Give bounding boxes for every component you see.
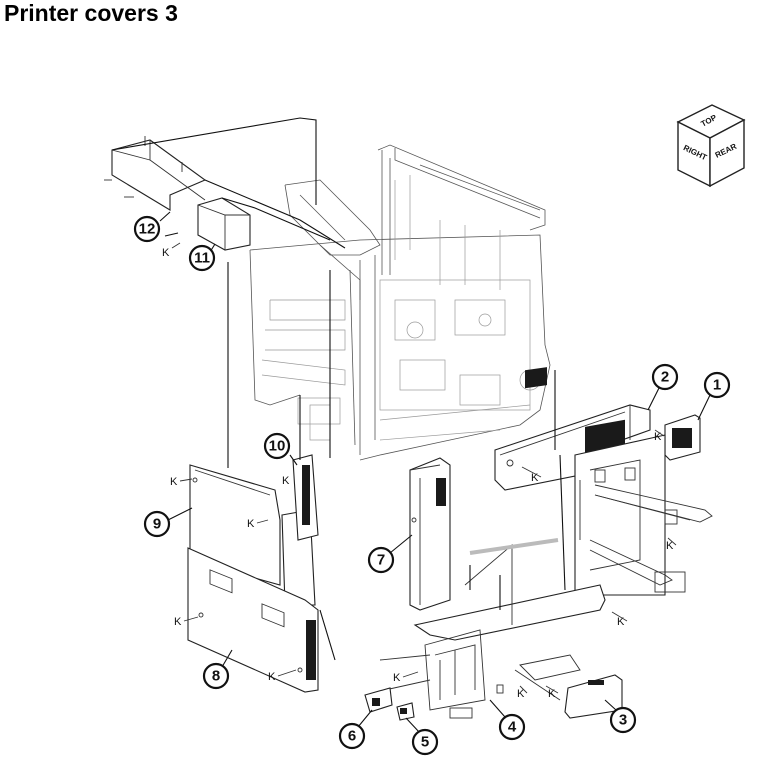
screw-label-k: K xyxy=(531,472,539,484)
part-2-rear-cover xyxy=(494,367,651,491)
callout-2: 2 xyxy=(651,363,679,391)
screw-markers xyxy=(171,242,677,694)
callout-8-label: 8 xyxy=(212,668,220,685)
gray-rail xyxy=(469,538,559,555)
screw-label-k: K xyxy=(517,688,525,700)
callout-3: 3 xyxy=(609,706,637,734)
callout-9-label: 9 xyxy=(153,516,161,533)
callout-5: 5 xyxy=(411,728,439,756)
base-assembly xyxy=(379,544,606,719)
callout-6-label: 6 xyxy=(348,728,356,745)
part-5-clip xyxy=(396,702,415,721)
part-1-small-cover xyxy=(664,414,701,461)
callout-10: 10 xyxy=(263,432,291,460)
screw-label-k: K xyxy=(666,540,674,552)
callout-7: 7 xyxy=(367,546,395,574)
callout-2-label: 2 xyxy=(661,369,669,386)
callout-12-label: 12 xyxy=(139,221,156,238)
screw-label-k: K xyxy=(548,688,556,700)
orientation-cube: TOP RIGHT REAR xyxy=(676,104,746,188)
callout-8: 8 xyxy=(202,662,230,690)
screw-label-k: K xyxy=(393,672,401,684)
part-10-side-strip xyxy=(281,454,319,606)
page-title: Printer covers 3 xyxy=(4,0,178,26)
part-8-lower-door xyxy=(187,547,319,693)
part-11-cover xyxy=(197,197,251,251)
screw-label-k: K xyxy=(268,671,276,683)
callout-1: 1 xyxy=(703,371,731,399)
callout-4-label: 4 xyxy=(508,719,517,736)
screw-label-k: K xyxy=(617,616,625,628)
screw-label-k: K xyxy=(282,475,290,487)
part-7-tall-cover xyxy=(409,457,451,611)
screw-label-k: K xyxy=(247,518,255,530)
leader-12-frame xyxy=(111,117,317,205)
part-3-lower-rear-cover xyxy=(514,654,623,719)
part-9-left-panel xyxy=(189,464,281,586)
callout-7-label: 7 xyxy=(377,552,385,569)
screw-label-k: K xyxy=(654,431,662,443)
callout-12: 12 xyxy=(133,215,161,243)
callout-11: 11 xyxy=(188,244,216,272)
screw-label-k: K xyxy=(162,247,170,259)
part-12-bracket xyxy=(104,136,207,211)
screw-label-k: K xyxy=(170,476,178,488)
callout-11-label: 11 xyxy=(194,250,210,267)
part-6-bracket xyxy=(364,687,393,713)
callout-1-label: 1 xyxy=(713,377,721,394)
callout-10-label: 10 xyxy=(269,438,286,455)
leader-11-frame xyxy=(204,179,346,249)
callout-3-label: 3 xyxy=(619,712,627,729)
callout-9: 9 xyxy=(143,510,171,538)
callout-6: 6 xyxy=(338,722,366,750)
callout-5-label: 5 xyxy=(421,734,429,751)
screw-label-k: K xyxy=(174,616,182,628)
rear-lower-panel xyxy=(574,434,713,596)
printer-frame xyxy=(249,144,551,461)
callout-4: 4 xyxy=(498,713,526,741)
